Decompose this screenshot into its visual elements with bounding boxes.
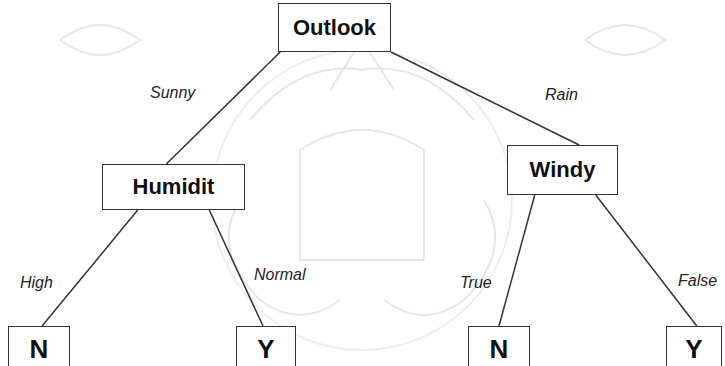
branch-line <box>391 52 579 145</box>
leaf-box: Y <box>236 326 296 366</box>
tree-branch <box>391 52 579 145</box>
watermark-swirl <box>384 200 495 315</box>
node-label: Y <box>685 334 702 365</box>
leaf-box: Y <box>666 326 722 366</box>
leaf-box: N <box>8 326 70 366</box>
node-label: N <box>30 334 49 365</box>
node-label: Humidit <box>133 174 215 200</box>
watermark-ornament <box>585 25 665 55</box>
node-label: Windy <box>530 157 596 183</box>
node-label: Outlook <box>293 15 376 41</box>
branch-line <box>499 195 535 326</box>
watermark-ornament <box>60 25 140 55</box>
branch-line <box>596 195 697 326</box>
decision-box: Humidit <box>102 164 245 210</box>
branch-label: Rain <box>545 86 578 104</box>
leaf-box: N <box>468 326 530 366</box>
branch-label: Sunny <box>150 84 195 102</box>
tree-branch <box>596 195 697 326</box>
watermark-swirl <box>229 200 340 315</box>
node-label: Y <box>257 334 274 365</box>
branch-label: Normal <box>254 266 306 284</box>
tree-branch <box>166 52 280 164</box>
decision-box: Windy <box>507 145 618 195</box>
branch-label: True <box>460 274 492 292</box>
node-label: N <box>490 334 509 365</box>
tree-branch <box>499 195 535 326</box>
branch-label: False <box>678 272 717 290</box>
branch-line <box>166 52 280 164</box>
decision-box: Outlook <box>278 3 391 52</box>
watermark-ring <box>212 50 512 350</box>
tree-branch <box>42 210 138 326</box>
branch-line <box>42 210 138 326</box>
branch-label: High <box>20 274 53 292</box>
watermark-temple <box>300 130 424 260</box>
